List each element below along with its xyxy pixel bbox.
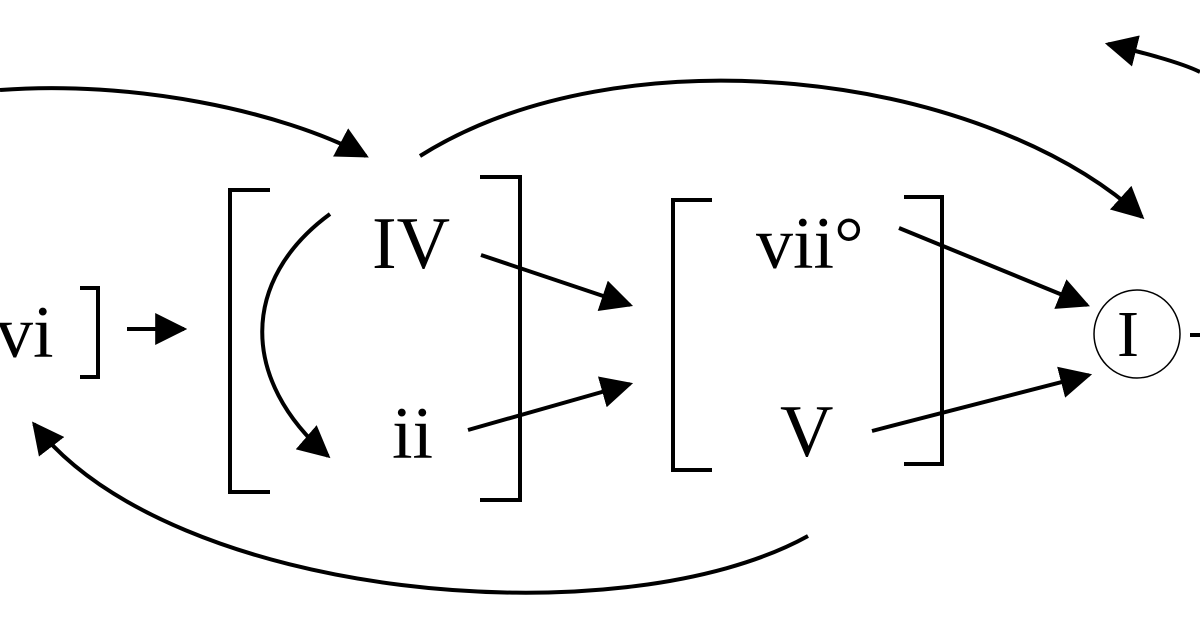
chord-IV: IV (372, 203, 450, 285)
chord-vi: vi (0, 292, 54, 374)
arrow-IV-to-dominant (480, 253, 634, 312)
arrow-IV-to-I (418, 78, 1145, 220)
tonic-circle (1093, 289, 1181, 379)
chord-ii: ii (392, 393, 433, 475)
bracket-vi-close (80, 286, 100, 379)
arrow-IV-to-ii (260, 212, 332, 459)
chord-I: I (1117, 298, 1139, 371)
bracket-dominant-open (671, 198, 712, 472)
bracket-dominant-close (904, 195, 944, 466)
arrow-top-to-IV (0, 86, 369, 158)
bracket-predominant-open (228, 188, 270, 494)
arrow-dominant-to-vi (32, 421, 809, 595)
arrow-ii-to-dominant (467, 376, 634, 432)
arrow-V-to-I (871, 366, 1093, 433)
arrow-vii-to-I (898, 226, 1090, 309)
bracket-predominant-close (480, 175, 522, 502)
arrow-I-offscreen-top (1104, 35, 1200, 74)
chord-vii-dim: vii° (756, 203, 864, 285)
chord-V: V (780, 391, 833, 473)
